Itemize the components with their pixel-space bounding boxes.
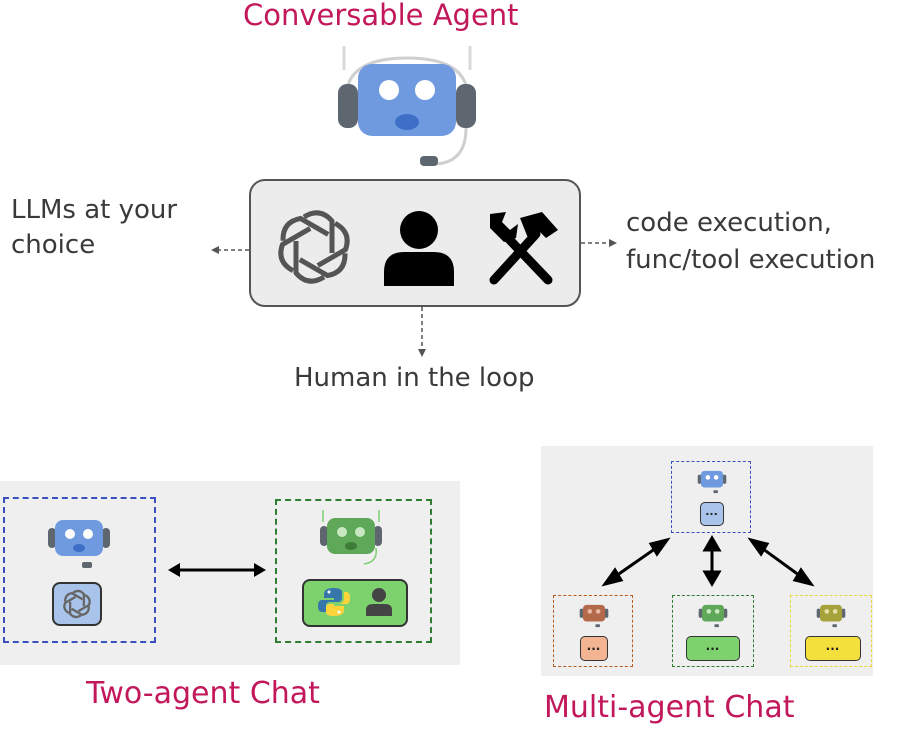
chip-ellipsis: ...	[705, 639, 720, 653]
chip-small-blue: ...	[700, 502, 724, 526]
robot-green-icon	[320, 510, 382, 565]
agent-frame-top-blue	[671, 461, 751, 533]
chip-orange: ...	[580, 636, 608, 661]
agent-frame-orange	[553, 595, 633, 667]
chip-blue	[52, 582, 102, 626]
llms-label: LLMs at your choice	[11, 195, 178, 260]
python-logo-icon	[318, 588, 350, 616]
robot-small-blue-icon	[697, 470, 727, 494]
robot-small-orange-icon	[579, 604, 609, 628]
human-in-loop-label: Human in the loop	[294, 363, 535, 393]
two-way-arrow-icon	[168, 563, 266, 577]
chip-yellow: ...	[805, 636, 861, 661]
person-small-icon	[366, 588, 392, 616]
agent-frame-yellow	[790, 595, 872, 667]
robot-small-green-icon	[698, 604, 728, 628]
openai-logo-small-icon	[63, 589, 91, 619]
robot-headset-icon	[338, 46, 476, 166]
two-agent-chat-label: Two-agent Chat	[86, 676, 320, 711]
multi-arrows	[601, 535, 815, 587]
agent-frame-blue	[3, 497, 156, 643]
multi-agent-chat-label: Multi-agent Chat	[544, 690, 795, 725]
robot-small-olive-icon	[816, 604, 846, 628]
openai-logo-icon	[278, 210, 350, 284]
hammer-wrench-icon	[489, 212, 558, 285]
diagram-title: Conversable Agent	[243, 0, 519, 32]
chip-ellipsis: ...	[825, 639, 840, 653]
agent-frame-green-small	[672, 595, 754, 667]
code-execution-label: code execution, func/tool execution	[626, 208, 876, 275]
chip-ellipsis: ...	[586, 639, 601, 653]
two-agent-panel	[0, 481, 460, 665]
person-icon	[384, 211, 454, 286]
chip-ellipsis: ...	[705, 505, 718, 518]
chip-green-small: ...	[686, 636, 740, 661]
robot-blue-icon	[48, 520, 110, 568]
agent-frame-green	[275, 499, 432, 643]
